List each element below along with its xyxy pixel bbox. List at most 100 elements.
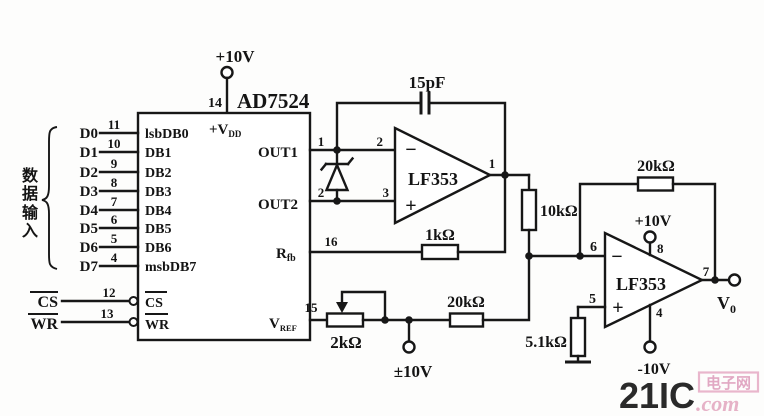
bus-d7-label: D7 (80, 259, 99, 275)
vcc2-terminal (643, 230, 657, 244)
junction-out2 (333, 197, 341, 205)
rfb-main: R (276, 246, 287, 262)
vee2-label: -10V (638, 361, 671, 378)
wr-invert-bubble (128, 317, 139, 327)
bus-d1-label: D1 (80, 145, 98, 161)
cap-comp-label: 15pF (409, 73, 446, 92)
pot-2k-label: 2kΩ (330, 333, 362, 352)
bus-d4-pin: 7 (111, 194, 118, 209)
zener-anode-triangle (324, 161, 350, 192)
wire-pot-wiper (340, 290, 387, 322)
vee2-terminal (643, 340, 657, 354)
wire-20k-to-sum (481, 254, 531, 322)
bus-d0-pin: 11 (108, 117, 120, 132)
dac-vdd-port: +VDD (209, 122, 242, 139)
wire-fb2-right (671, 182, 717, 282)
resistor-10k (520, 188, 538, 232)
vref-pin: 15 (305, 300, 319, 315)
cs-label: CS (38, 294, 59, 311)
r20k-sum-label: 20kΩ (447, 294, 485, 311)
resistor-20k-sum (448, 312, 485, 328)
port-db5: DB5 (145, 222, 171, 237)
dac-supply-pin: 14 (208, 96, 222, 111)
port-db3: DB3 (145, 185, 171, 200)
opamp1-pin-minus: 2 (377, 134, 384, 149)
port-out1: OUT1 (258, 145, 298, 161)
opamp2-pin-plus: 5 (589, 292, 596, 307)
bus-d3-pin: 8 (111, 175, 118, 190)
port-db1: DB1 (145, 146, 171, 161)
vo-sub: 0 (730, 302, 736, 316)
bus-d6-pin: 5 (111, 231, 118, 246)
bus-d1-pin: 10 (108, 136, 121, 151)
opamp2-minus: − (611, 246, 622, 268)
wire-cap-left (335, 101, 423, 152)
cs-invert-bubble (128, 296, 139, 306)
vdd-sub: DD (228, 129, 241, 139)
port-db4: DB4 (145, 204, 171, 219)
r51k-label: 5.1kΩ (525, 334, 567, 351)
vo-main: V (717, 293, 730, 313)
wr-label: WR (30, 316, 58, 333)
watermark-site: 电子网 (706, 374, 751, 392)
vcc2-label: +10V (635, 213, 672, 230)
vref-sub: REF (280, 323, 297, 333)
watermark: 21IC 电子网 .com (619, 371, 760, 416)
port-db7: msbDB7 (145, 260, 196, 275)
input-group-char-2: 据 (22, 184, 38, 203)
wr-pin: 13 (101, 306, 115, 321)
pot-2k-body (325, 312, 365, 328)
port-wr: WR (145, 318, 170, 333)
input-group-char-1: 数 (22, 166, 39, 185)
port-db0: lsbDB0 (145, 127, 189, 142)
zener-bend-right (346, 156, 355, 166)
opamp2-pin-minus: 6 (590, 240, 597, 255)
opamp1-minus: − (405, 139, 416, 161)
watermark-com: .com (696, 391, 739, 416)
wire-fb2-left (578, 182, 640, 258)
vref-main: V (269, 316, 280, 332)
ad7524-chip-body (136, 111, 312, 342)
bus-d5-pin: 6 (111, 212, 118, 227)
input-group-char-3: 输 (22, 203, 39, 222)
bus-d5-label: D5 (80, 221, 98, 237)
port-db6: DB6 (145, 241, 171, 256)
wire-1k-to-out (456, 173, 507, 254)
port-out2: OUT2 (258, 197, 298, 213)
junction-wiper (381, 316, 389, 324)
opamp1-pin-out: 1 (489, 156, 496, 171)
zener-diode (319, 148, 355, 203)
opamp2-body (603, 231, 705, 329)
rfb-sub: fb (287, 253, 296, 264)
resistor-51k (569, 316, 587, 358)
refsupply-label: ±10V (394, 362, 433, 381)
resistor-1k (420, 243, 460, 261)
dac-name: AD7524 (237, 89, 310, 113)
watermark-brand: 21IC (619, 375, 695, 416)
vcc2-pin: 8 (657, 241, 664, 256)
out1-pin: 1 (318, 134, 325, 149)
wire-cap-right (427, 101, 507, 177)
input-group-char-4: 入 (22, 222, 38, 240)
opamp1-body (393, 126, 493, 225)
bus-d2-pin: 9 (111, 156, 118, 171)
zener-bend-left (319, 162, 328, 172)
refsupply-terminal (402, 340, 416, 354)
dac-supply-label: +10V (216, 47, 256, 66)
vo-label: V0 (717, 293, 736, 316)
pot-wiper-arrow (336, 302, 348, 313)
opamp2-name: LF353 (616, 274, 666, 294)
input-group-brace (41, 126, 58, 270)
port-rfb: Rfb (276, 246, 296, 264)
r10k-label: 10kΩ (540, 203, 578, 220)
port-vref: VREF (269, 316, 297, 333)
watermark-site-box (697, 371, 760, 393)
opamp1-plus: + (405, 195, 416, 217)
resistor-20k-feedback (636, 176, 675, 192)
port-db2: DB2 (145, 166, 171, 181)
opamp1-name: LF353 (408, 169, 458, 189)
rfb-pin: 16 (325, 234, 339, 249)
opamp1-pin-plus: 3 (383, 185, 390, 200)
vo-terminal (727, 273, 742, 287)
